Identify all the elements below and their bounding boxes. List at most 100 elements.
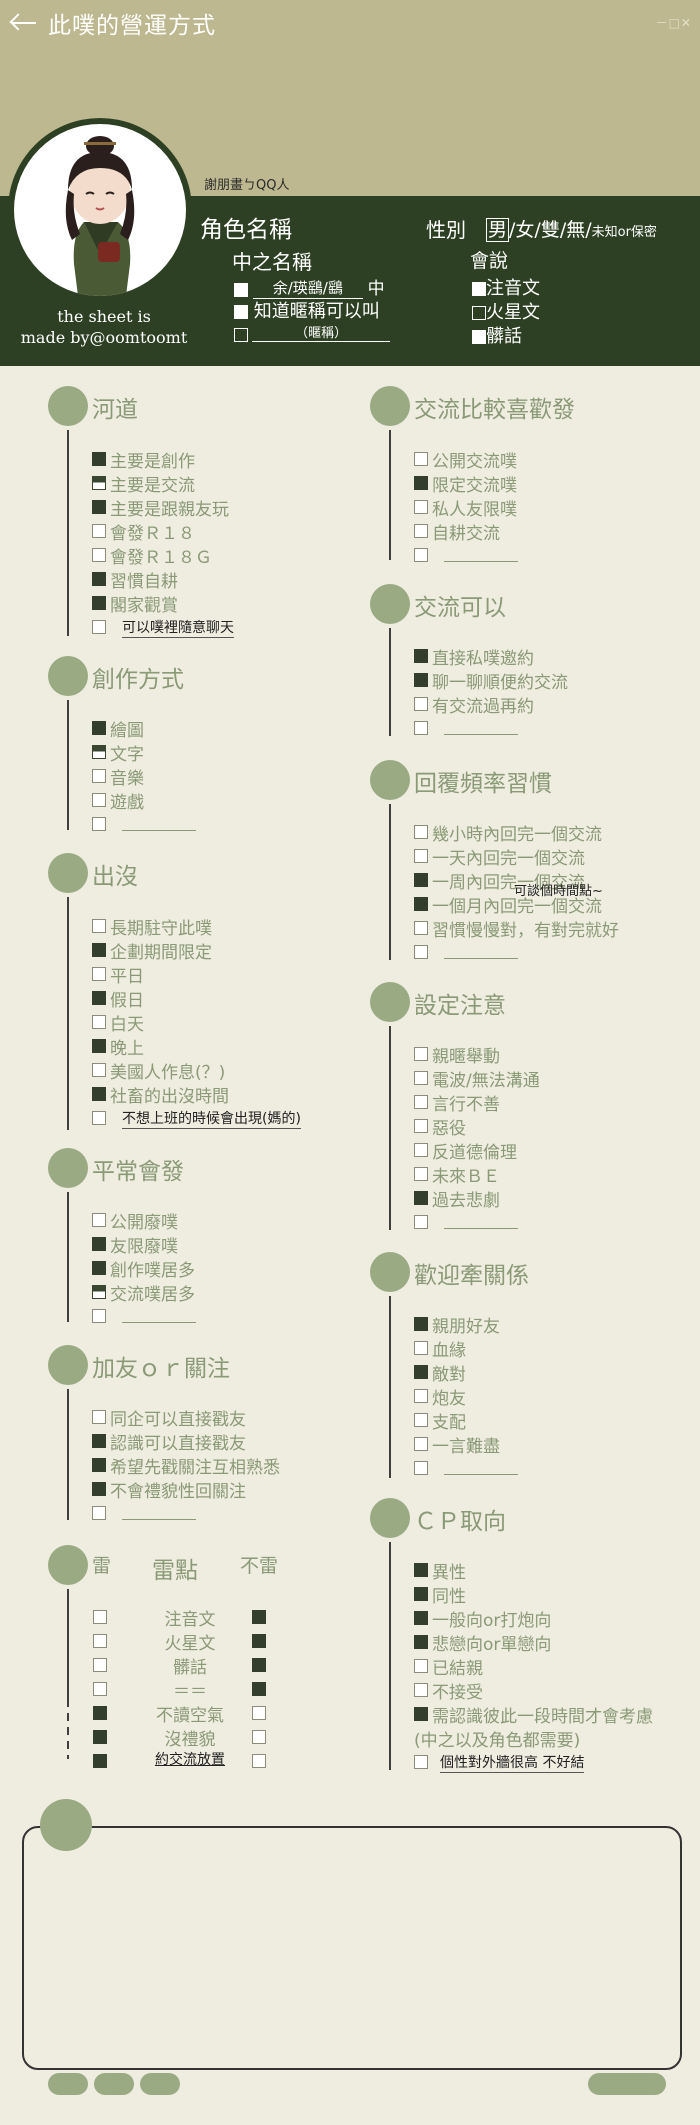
- option-appear-3[interactable]: 假日: [92, 986, 144, 1011]
- option-appear-7[interactable]: 社畜的出沒時間: [92, 1082, 229, 1107]
- option-reply-4[interactable]: 習慣慢慢對，有對完就好: [414, 916, 619, 941]
- option-exchange-blank[interactable]: [414, 543, 518, 567]
- mine-left-checkbox-icon[interactable]: [93, 1682, 107, 1696]
- mine-left-checkbox-icon[interactable]: [93, 1610, 107, 1624]
- checkbox-icon[interactable]: [414, 825, 428, 839]
- option-appear-5[interactable]: 晚上: [92, 1034, 144, 1059]
- pill-button-3[interactable]: [140, 2073, 180, 2095]
- option-appear-0[interactable]: 長期駐守此噗: [92, 914, 212, 939]
- checkbox-icon[interactable]: [414, 1389, 428, 1403]
- checkbox-icon[interactable]: [92, 793, 106, 807]
- checkbox-icon[interactable]: [92, 620, 106, 634]
- checkbox-icon[interactable]: [414, 1755, 428, 1769]
- window-controls[interactable]: －□✕: [655, 16, 692, 30]
- option-friend-blank[interactable]: [92, 1501, 196, 1525]
- option-usual-blank[interactable]: [92, 1304, 196, 1328]
- option-friend-2[interactable]: 希望先戳關注互相熟悉: [92, 1453, 280, 1478]
- checkbox-icon[interactable]: [414, 476, 428, 490]
- lang-髒話[interactable]: 髒話: [472, 322, 522, 348]
- checkbox-icon[interactable]: [414, 1191, 428, 1205]
- option-welcome-3[interactable]: 炮友: [414, 1384, 466, 1409]
- name-option-3[interactable]: （暱稱）: [234, 322, 391, 342]
- checkbox-icon[interactable]: [414, 649, 428, 663]
- checkbox-icon[interactable]: [414, 1413, 428, 1427]
- checkbox-icon[interactable]: [472, 330, 486, 344]
- checkbox-icon[interactable]: [414, 1317, 428, 1331]
- checkbox-icon[interactable]: [414, 945, 428, 959]
- pill-button-4[interactable]: [588, 2073, 666, 2095]
- checkbox-icon[interactable]: [92, 1111, 106, 1125]
- name-option-2[interactable]: 知道暱稱可以叫: [234, 297, 380, 323]
- checkbox-icon[interactable]: [414, 548, 428, 562]
- option-river-3[interactable]: 會發Ｒ１８: [92, 519, 195, 544]
- checkbox-icon[interactable]: [92, 1015, 106, 1029]
- checkbox-icon[interactable]: [92, 943, 106, 957]
- checkbox-icon[interactable]: [414, 1119, 428, 1133]
- option-river-2[interactable]: 主要是跟親友玩: [92, 495, 229, 520]
- checkbox-icon[interactable]: [92, 1063, 106, 1077]
- mine-right-checkbox-icon[interactable]: [252, 1610, 266, 1624]
- checkbox-icon[interactable]: [414, 1707, 428, 1721]
- checkbox-icon[interactable]: [414, 673, 428, 687]
- option-cp-2[interactable]: 一般向or打炮向: [414, 1606, 551, 1631]
- option-river-6[interactable]: 閣家觀賞: [92, 591, 178, 616]
- option-cp-1[interactable]: 同性: [414, 1582, 466, 1607]
- checkbox-icon[interactable]: [92, 1434, 106, 1448]
- checkbox-icon[interactable]: [234, 305, 248, 319]
- option-cp-4[interactable]: 已結親: [414, 1654, 483, 1679]
- pill-button-1[interactable]: [48, 2073, 88, 2095]
- lang-注音文[interactable]: 注音文: [472, 274, 540, 300]
- checkbox-icon[interactable]: [414, 873, 428, 887]
- checkbox-icon[interactable]: [414, 697, 428, 711]
- mine-left-checkbox-icon[interactable]: [93, 1706, 107, 1720]
- option-setting-3[interactable]: 惡役: [414, 1114, 466, 1139]
- checkbox-icon[interactable]: [472, 306, 486, 320]
- option-setting-6[interactable]: 過去悲劇: [414, 1186, 500, 1211]
- checkbox-icon[interactable]: [92, 1506, 106, 1520]
- option-create-blank[interactable]: [92, 812, 196, 836]
- mine-right-checkbox-icon[interactable]: [252, 1682, 266, 1696]
- option-setting-0[interactable]: 親暱舉動: [414, 1042, 500, 1067]
- checkbox-icon[interactable]: [92, 967, 106, 981]
- checkbox-icon[interactable]: [92, 919, 106, 933]
- option-cp-6[interactable]: 需認識彼此一段時間才會考慮: [414, 1702, 653, 1727]
- name-option-1[interactable]: 余/瑛鷂/鷂 中: [234, 274, 385, 299]
- checkbox-icon[interactable]: [92, 476, 106, 490]
- checkbox-icon[interactable]: [92, 1410, 106, 1424]
- option-appear-6[interactable]: 美國人作息(？): [92, 1058, 225, 1083]
- option-exchange-0[interactable]: 公開交流噗: [414, 447, 517, 472]
- checkbox-icon[interactable]: [414, 1167, 428, 1181]
- option-reply-blank[interactable]: [414, 940, 518, 964]
- option-reply-2[interactable]: 一周內回完一個交流: [414, 868, 585, 893]
- option-welcome-4[interactable]: 支配: [414, 1408, 466, 1433]
- checkbox-icon[interactable]: [414, 524, 428, 538]
- checkbox-icon[interactable]: [92, 1213, 106, 1227]
- checkbox-icon[interactable]: [92, 1285, 106, 1299]
- checkbox-icon[interactable]: [414, 1215, 428, 1229]
- checkbox-icon[interactable]: [92, 1039, 106, 1053]
- mine-right-checkbox-icon[interactable]: [252, 1706, 266, 1720]
- checkbox-icon[interactable]: [414, 500, 428, 514]
- option-exchange-2[interactable]: 私人友限噗: [414, 495, 517, 520]
- option-setting-1[interactable]: 電波/無法溝通: [414, 1066, 540, 1091]
- checkbox-icon[interactable]: [92, 524, 106, 538]
- option-setting-5[interactable]: 未來ＢＥ: [414, 1162, 500, 1187]
- pill-button-2[interactable]: [94, 2073, 134, 2095]
- option-usual-1[interactable]: 友限廢噗: [92, 1232, 178, 1257]
- option-usual-0[interactable]: 公開廢噗: [92, 1208, 178, 1233]
- checkbox-icon[interactable]: [414, 1587, 428, 1601]
- option-welcome-blank[interactable]: [414, 1456, 518, 1480]
- option-reply-0[interactable]: 幾小時內回完一個交流: [414, 820, 602, 845]
- mine-left-checkbox-icon[interactable]: [93, 1634, 107, 1648]
- checkbox-icon[interactable]: [414, 849, 428, 863]
- option-welcome-5[interactable]: 一言難盡: [414, 1432, 500, 1457]
- option-create-2[interactable]: 音樂: [92, 764, 144, 789]
- option-create-0[interactable]: 繪圖: [92, 716, 144, 741]
- checkbox-icon[interactable]: [92, 500, 106, 514]
- checkbox-icon[interactable]: [414, 1683, 428, 1697]
- option-river-1[interactable]: 主要是交流: [92, 471, 195, 496]
- checkbox-icon[interactable]: [92, 817, 106, 831]
- checkbox-icon[interactable]: [414, 1635, 428, 1649]
- option-setting-2[interactable]: 言行不善: [414, 1090, 500, 1115]
- checkbox-icon[interactable]: [92, 452, 106, 466]
